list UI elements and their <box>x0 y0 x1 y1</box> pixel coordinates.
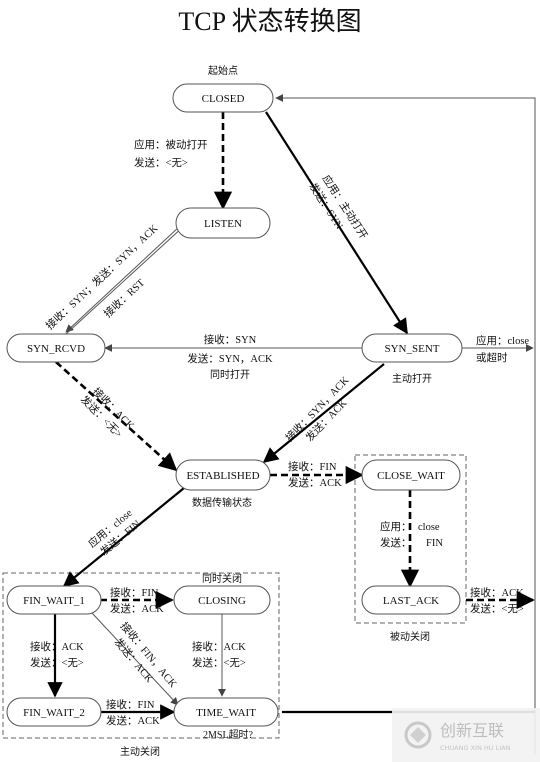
state-fin-wait-2: FIN_WAIT_2 <box>6 697 102 727</box>
state-last-ack: LAST_ACK <box>361 585 461 615</box>
established-to-fin-wait-1-arrow <box>62 487 185 587</box>
established-note: 数据传输状态 <box>192 496 252 509</box>
state-time-wait: TIME_WAIT <box>173 697 279 727</box>
state-close-wait: CLOSE_WAIT <box>361 459 461 491</box>
start-note: 起始点 <box>208 64 238 77</box>
state-fin-wait-1: FIN_WAIT_1 <box>6 585 102 615</box>
state-listen-label: LISTEN <box>204 218 242 230</box>
listen-to-syn-rcvd-arrow <box>65 225 185 335</box>
syn-rcvd-to-established-arrow <box>55 361 178 472</box>
passive-close-box <box>354 454 467 624</box>
state-time-wait-label: TIME_WAIT <box>196 707 256 719</box>
simultaneous-open-label-1: 接收：SYN <box>204 333 257 346</box>
fin-wait-1-to-time-wait-arrow <box>91 612 179 706</box>
state-closed-label: CLOSED <box>202 93 245 105</box>
fin-wait-1-fin-wait-2-label-1: 接收：ACK <box>30 640 84 653</box>
last-ack-label-1: 接收：ACK <box>470 586 524 599</box>
watermark-subtext: CHUANG XIN HU LIAN <box>440 744 511 752</box>
state-closed: CLOSED <box>172 83 274 113</box>
state-fin-wait-2-label: FIN_WAIT_2 <box>23 707 85 719</box>
state-close-wait-label: CLOSE_WAIT <box>377 470 445 482</box>
timeout-note: 2MSL超时? <box>203 728 254 741</box>
active-close-note: 主动关闭 <box>120 745 160 758</box>
established-close-wait-label-1: 接收：FIN <box>288 460 337 473</box>
listen-to-syn-rcvd-label: 接收：SYN；发送：SYN，ACK <box>43 221 161 332</box>
watermark-text: 创新互联 <box>440 721 504 740</box>
syn-sent-to-established-arrow <box>262 363 385 463</box>
closing-time-wait-label-2: 发送：<无> <box>192 656 246 669</box>
close-wait-last-ack-label-2: 发送： <box>380 536 412 549</box>
app-close-label-1: 应用：close <box>476 334 529 347</box>
diagram-title: TCP 状态转换图 <box>178 7 361 36</box>
close-wait-last-ack-label-1: 应用： <box>380 520 412 533</box>
state-established-label: ESTABLISHED <box>186 470 259 482</box>
close-wait-last-ack-label-1b: close <box>418 522 440 533</box>
state-fin-wait-1-label: FIN_WAIT_1 <box>23 595 85 607</box>
closed-to-syn-sent-arrow <box>265 111 408 335</box>
established-close-wait-label-2: 发送：ACK <box>288 476 342 489</box>
simultaneous-open-label-3: 同时打开 <box>210 368 250 381</box>
watermark: 创新互联 CHUANG XIN HU LIAN <box>392 708 540 762</box>
passive-open-label-2: 发送：<无> <box>134 156 188 169</box>
syn-sent-note: 主动打开 <box>392 372 432 385</box>
fin-wait-1-closing-label-1: 接收：FIN <box>110 586 159 599</box>
active-close-box <box>2 572 280 739</box>
state-established: ESTABLISHED <box>175 459 271 491</box>
simultaneous-open-label-2: 发送：SYN，ACK <box>187 352 273 365</box>
state-closing-label: CLOSING <box>198 595 246 607</box>
state-last-ack-label: LAST_ACK <box>383 595 439 607</box>
state-closing: CLOSING <box>173 585 271 615</box>
return-to-closed-line <box>275 94 536 755</box>
last-ack-label-2: 发送：<无> <box>470 602 524 615</box>
passive-close-note: 被动关闭 <box>390 630 430 643</box>
fin-wait-1-closing-label-2: 发送：ACK <box>110 602 164 615</box>
passive-open-label-1: 应用：被动打开 <box>134 138 208 151</box>
fin-wait-2-time-wait-label-1: 接收：FIN <box>106 698 155 711</box>
fin-wait-2-time-wait-label-2: 发送：ACK <box>106 714 160 727</box>
state-listen: LISTEN <box>175 207 271 239</box>
simultaneous-close-note: 同时关闭 <box>202 572 242 585</box>
fin-wait-1-fin-wait-2-label-2: 发送：<无> <box>30 656 84 669</box>
app-close-label-2: 或超时 <box>476 351 508 364</box>
rst-label: 接收：RST <box>101 276 147 321</box>
syn-rcvd-to-listen-line <box>65 225 181 333</box>
closing-time-wait-label-1: 接收：ACK <box>192 640 246 653</box>
state-syn-sent: SYN_SENT <box>361 333 463 363</box>
watermark-logo-icon <box>404 721 432 749</box>
state-syn-rcvd: SYN_RCVD <box>6 333 106 363</box>
close-wait-last-ack-label-2b: FIN <box>426 538 443 549</box>
state-syn-sent-label: SYN_SENT <box>384 343 439 355</box>
state-syn-rcvd-label: SYN_RCVD <box>27 343 85 355</box>
